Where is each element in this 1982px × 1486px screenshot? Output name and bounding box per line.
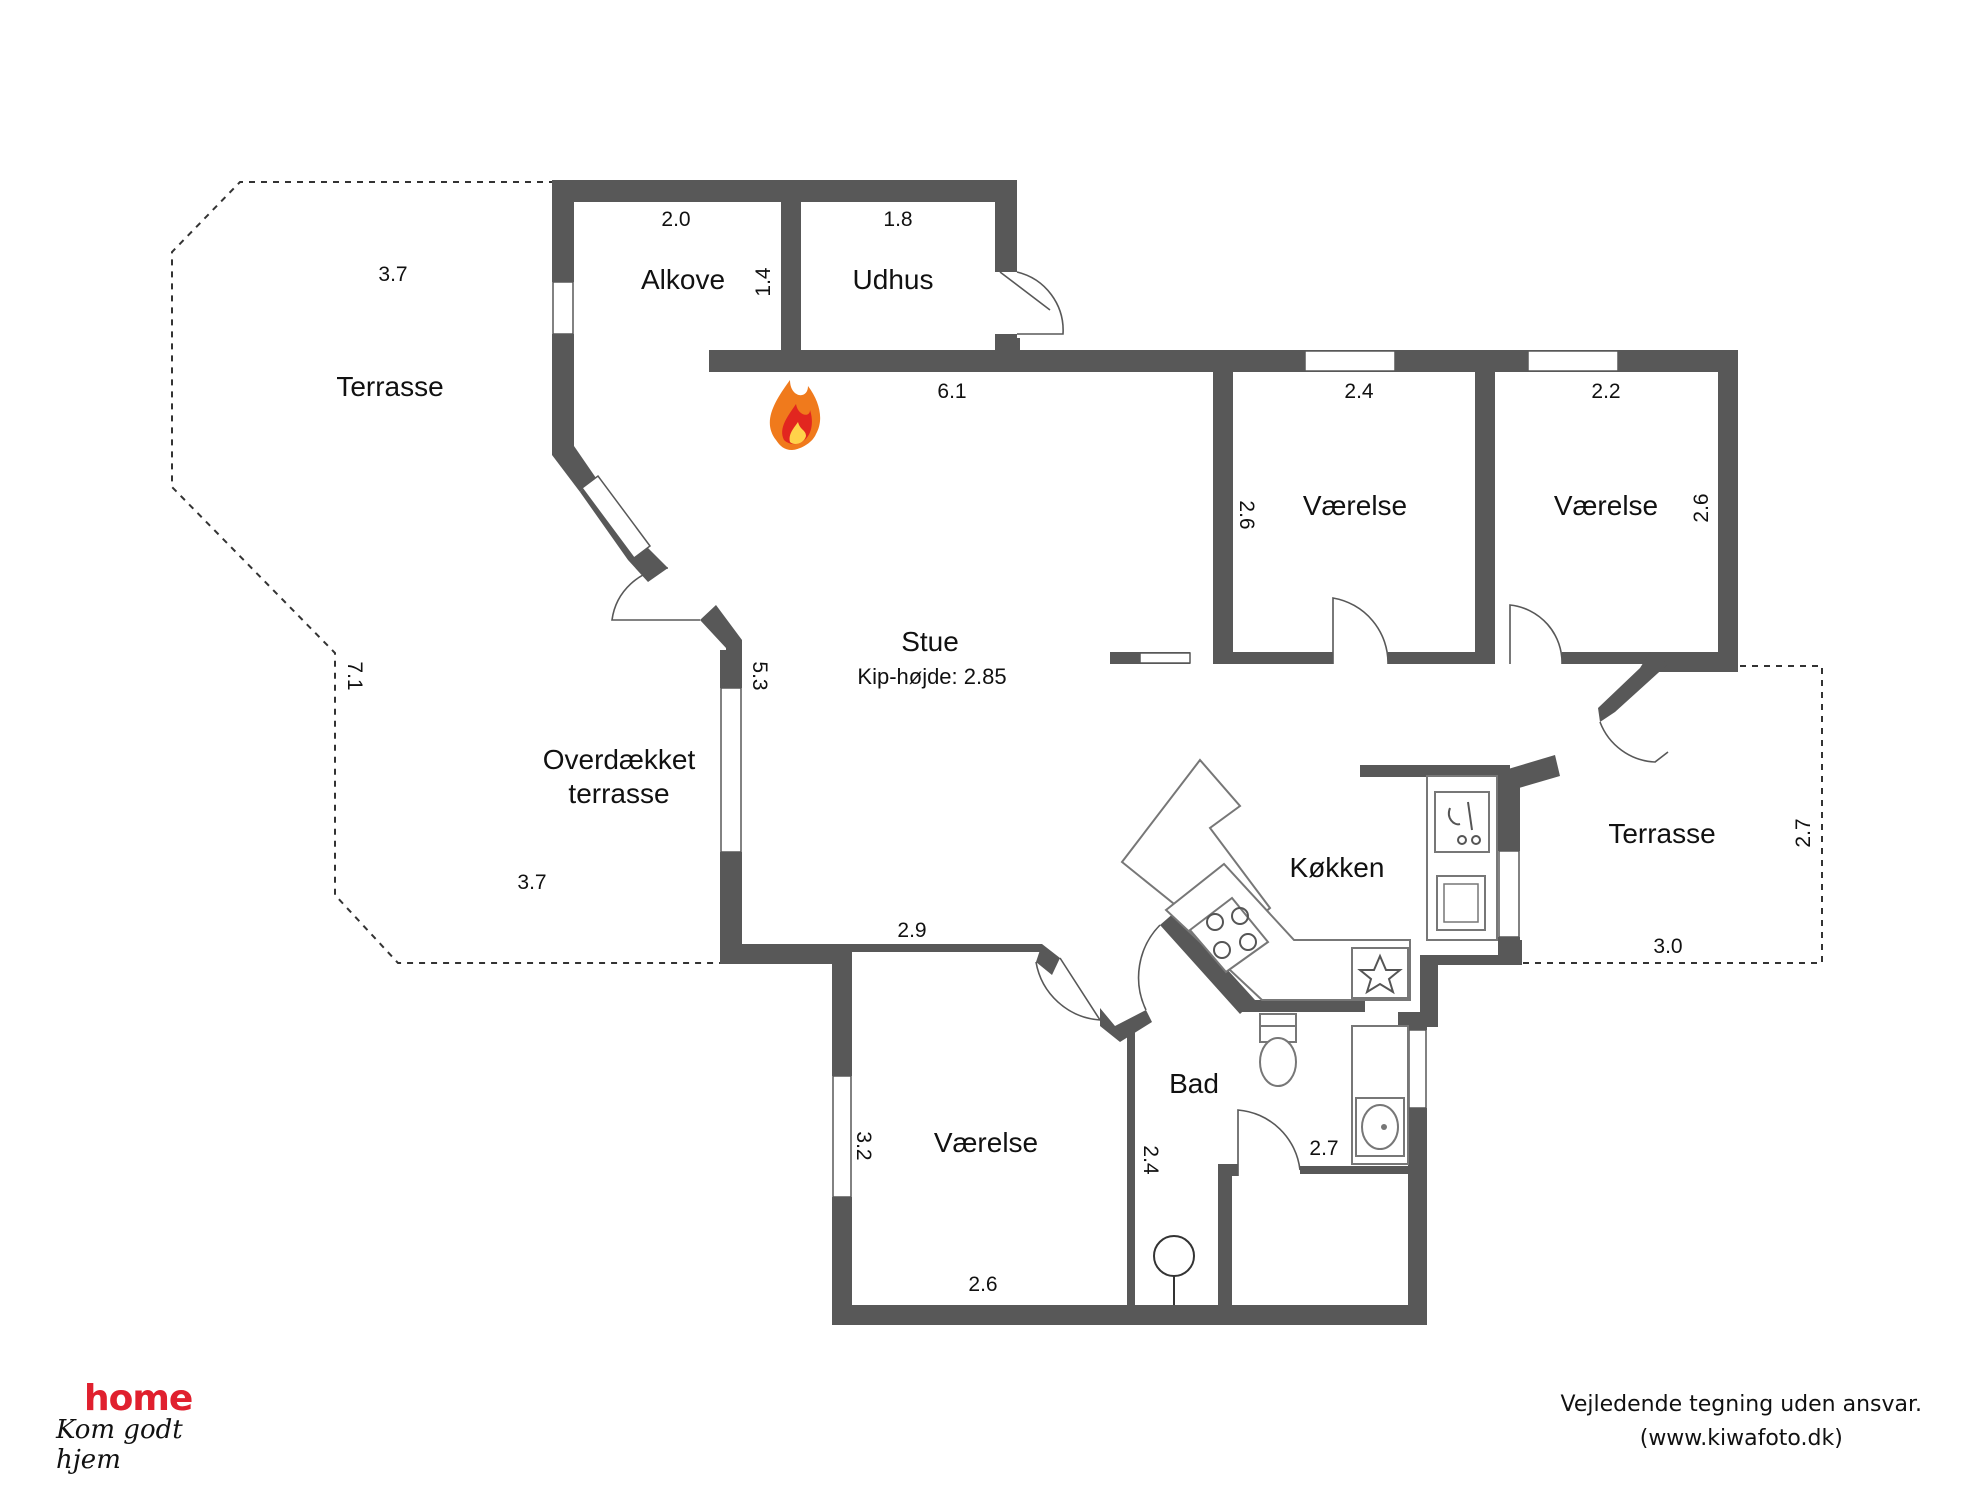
dim-terrasse-top: 3.7: [378, 263, 407, 286]
dim-stue-side: 5.3: [748, 661, 771, 690]
room-label-terrasse-east: Terrasse: [1608, 818, 1715, 849]
logo-word: home: [84, 1378, 193, 1419]
dim-stue-top: 6.1: [937, 380, 966, 403]
dim-overdaekket-width: 3.7: [517, 871, 546, 894]
dim-terrasse-east-width: 3.0: [1653, 935, 1682, 958]
doors: [611, 271, 1669, 1176]
room-label-terrasse-west: Terrasse: [336, 371, 443, 402]
windows: [552, 281, 1619, 1198]
dim-vaerelse1-height: 2.6: [1235, 500, 1258, 529]
dim-vaerelse3-height: 3.2: [852, 1131, 875, 1160]
dim-alkove-height: 1.4: [752, 267, 775, 297]
dim-vaerelse2-width: 2.2: [1591, 380, 1620, 403]
room-label-vaerelse-3: Værelse: [934, 1127, 1038, 1158]
dim-vaerelse1-width: 2.4: [1344, 380, 1374, 403]
room-label-bad: Bad: [1169, 1068, 1219, 1099]
stue-ceiling-height: Kip-højde: 2.85: [857, 664, 1006, 689]
footer-note: Vejledende tegning uden ansvar. (www.kiw…: [1561, 1388, 1922, 1456]
room-label-vaerelse-1: Værelse: [1303, 490, 1407, 521]
dim-bad-height: 2.4: [1139, 1145, 1162, 1175]
room-label-vaerelse-2: Værelse: [1554, 490, 1658, 521]
terrasse-west-outline: [171, 181, 720, 964]
room-label-overdaekket-line1: Overdækket: [543, 744, 696, 775]
fireplace-icon: [769, 380, 821, 450]
shower-drain-icon: [1153, 1235, 1195, 1305]
logo-tagline: Kom godt hjem: [56, 1415, 183, 1475]
brand-logo: home Kom godt hjem: [56, 1378, 236, 1475]
dim-vaerelse2-height: 2.6: [1690, 493, 1713, 522]
fixtures: [769, 380, 1498, 1305]
room-label-udhus: Udhus: [853, 264, 934, 295]
room-label-overdaekket-line2: terrasse: [568, 778, 669, 809]
terrasse-east-outline: [1522, 665, 1823, 964]
dim-alkove-width: 2.0: [661, 208, 690, 231]
footer-disclaimer: Vejledende tegning uden ansvar.: [1560, 1392, 1922, 1417]
dim-udhus-width: 1.8: [883, 208, 912, 231]
dimension-labels: 2.0 1.4 1.8 6.1 2.4 2.6 2.2 2.6 3.7 7.1 …: [343, 208, 1815, 1296]
dim-vaerelse3-width: 2.6: [968, 1273, 997, 1296]
room-label-alkove: Alkove: [641, 264, 725, 295]
toilet-icon: [1259, 1025, 1297, 1087]
stove-icon: [1188, 896, 1270, 974]
sink-icon: [1434, 791, 1490, 931]
room-labels: Alkove Udhus Terrasse Værelse Værelse St…: [336, 264, 1715, 1158]
dim-terrasse-east-height: 2.7: [1792, 818, 1815, 847]
dim-bad-width: 2.7: [1309, 1137, 1338, 1160]
dim-stue-bottom: 2.9: [897, 919, 926, 942]
dim-terrasse-side: 7.1: [343, 661, 366, 690]
dishwasher-icon: [1351, 947, 1409, 999]
room-label-kokken: Køkken: [1290, 852, 1385, 883]
washbasin-icon: [1355, 1097, 1405, 1157]
footer-source: (www.kiwafoto.dk): [1639, 1426, 1843, 1451]
room-label-stue: Stue: [901, 626, 959, 657]
